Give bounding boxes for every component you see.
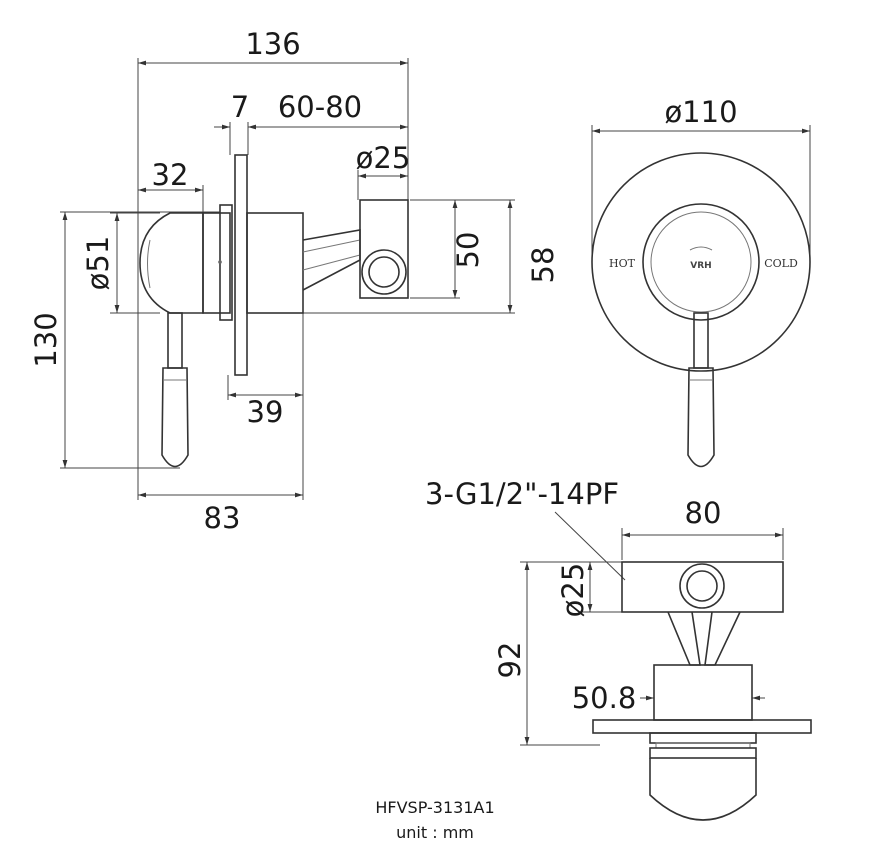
label-hot: HOT: [609, 257, 636, 270]
dim-top-height: 92: [493, 642, 527, 679]
dim-outlet-dia: ø25: [356, 141, 411, 175]
dim-body-dia: ø51: [81, 236, 115, 291]
dim-handle-depth: 32: [152, 158, 189, 192]
dim-total-height: 130: [29, 312, 63, 367]
brand-mark: VRH: [690, 261, 711, 271]
dim-port-dia: ø25: [556, 563, 590, 618]
dim-body-height: 58: [526, 247, 560, 284]
thread-spec: 3-G1/2"-14PF: [425, 477, 619, 511]
label-cold: COLD: [764, 257, 798, 270]
dim-outlet-height: 50: [451, 232, 485, 269]
dim-overall-width: 136: [245, 27, 300, 61]
model-number: HFVSP-3131A1: [375, 798, 494, 817]
dim-body-length: 39: [247, 395, 284, 429]
top-view: 3-G1/2"-14PF 80 ø25 92 50.8: [425, 477, 812, 821]
dim-body-width: 50.8: [572, 681, 637, 715]
dim-plate-dia: ø110: [664, 95, 737, 129]
dim-depth-range: 60-80: [278, 90, 362, 124]
dim-lever-depth: 83: [204, 501, 241, 535]
side-view: 136 7 60-80 32 ø25 ø51 130 50 58 39 83: [29, 27, 560, 535]
dim-top-width: 80: [685, 496, 722, 530]
dim-plate: 7: [231, 90, 249, 124]
unit-label: unit : mm: [396, 823, 474, 842]
front-view: ø110 HOT COLD VRH: [591, 95, 811, 468]
